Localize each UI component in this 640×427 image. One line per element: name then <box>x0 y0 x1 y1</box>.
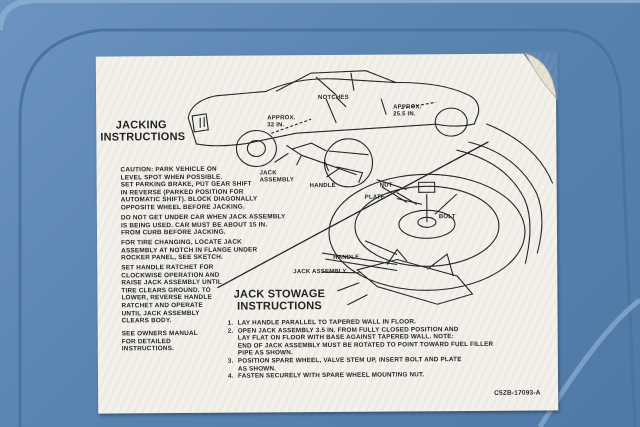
stowage-step: 2.OPEN JACK ASSEMBLY 3.5 IN. FROM FULLY … <box>228 325 553 358</box>
step-number: 3. <box>227 357 234 365</box>
step-number: 1. <box>227 319 234 327</box>
step-number: 2. <box>227 327 234 335</box>
spare-tire <box>328 173 526 291</box>
label-handle-bottom: HANDLE <box>333 254 360 261</box>
step-number: 4. <box>227 372 234 380</box>
front-wheel <box>235 129 277 168</box>
stowage-steps: 1.LAY HANDLE PARALLEL TO TAPERED WALL IN… <box>228 317 553 380</box>
peeling-corner <box>521 51 559 102</box>
label-nut: NUT <box>379 182 393 189</box>
label-approx-32: APPROX. 32 IN. <box>267 115 296 129</box>
line-drawings <box>187 70 554 306</box>
part-number: C5ZB-17093-A <box>494 389 541 397</box>
label-jack-assembly-top: JACK ASSEMBLY <box>259 170 295 184</box>
jacking-title-line2: INSTRUCTIONS <box>100 130 186 144</box>
label-plate: PLATE <box>364 194 386 201</box>
label-notches: NOTCHES <box>318 94 349 102</box>
jacking-paragraph-5: SEE OWNERS MANUAL FOR DETAILED INSTRUCTI… <box>121 329 198 353</box>
handle-bottom <box>322 252 398 272</box>
car-outline <box>187 78 480 147</box>
stowage-title-line1: JACK STOWAGE <box>233 288 326 301</box>
jacking-paragraph-4: SET HANDLE RATCHET FOR CLOCKWISE OPERATI… <box>121 263 223 325</box>
jacking-instructions-sticker: JACKING INSTRUCTIONS CAUTION: PARK VEHIC… <box>95 51 559 414</box>
jacking-paragraph-3: FOR TIRE CHANGING, LOCATE JACK ASSEMBLY … <box>121 238 258 262</box>
rear-wheel <box>434 107 468 137</box>
stowage-title: JACK STOWAGE INSTRUCTIONS <box>219 288 339 313</box>
detail-inset <box>323 138 374 188</box>
stowage-title-line2: INSTRUCTIONS <box>237 300 323 313</box>
label-handle-top: HANDLE <box>309 182 336 190</box>
jack-top <box>286 142 327 166</box>
label-approx-25: APPROX. 25.5 IN. <box>393 104 422 118</box>
step-text: POSITION SPARE WHEEL, VALVE STEM UP, INS… <box>237 356 462 373</box>
step-text: FASTEN SECURELY WITH SPARE WHEEL MOUNTIN… <box>237 371 425 380</box>
label-jack-assembly-bottom: JACK ASSEMBLY <box>293 268 347 276</box>
jacking-title-line1: JACKING <box>115 119 167 132</box>
jacking-paragraph-2: DO NOT GET UNDER CAR WHEN JACK ASSEMBLY … <box>120 213 286 237</box>
label-bolt: BOLT <box>438 214 456 221</box>
divider-line <box>217 141 489 289</box>
step-text: OPEN JACK ASSEMBLY 3.5 IN. FROM FULLY CL… <box>237 325 494 358</box>
jacking-paragraph-1: CAUTION: PARK VEHICLE ON LEVEL SPOT WHEN… <box>120 165 258 212</box>
jack-bottom <box>356 258 474 305</box>
jacking-title: JACKING INSTRUCTIONS <box>100 119 186 144</box>
